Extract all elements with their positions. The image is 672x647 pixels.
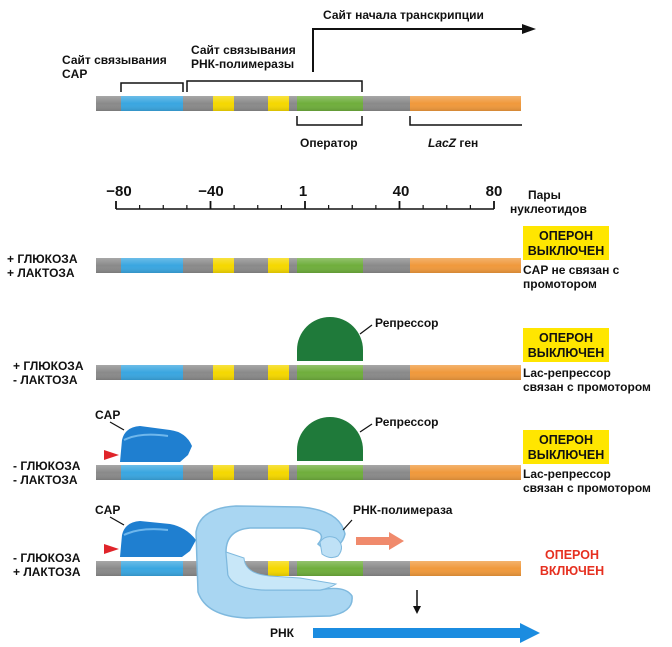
polymerase-label: РНК-полимераза [353, 503, 453, 517]
row3-cap-highlight [123, 433, 169, 441]
row3-condition-line2: - ЛАКТОЗА [13, 473, 78, 487]
rnap-site-bracket [186, 80, 363, 92]
row2-description-line2: связан с промотором [523, 380, 651, 394]
transcription-start-label: Сайт начала транскрипции [323, 8, 484, 22]
rna-arrow [313, 623, 540, 643]
row3-cap-protein [120, 426, 192, 462]
row1-status-line2: ВЫКЛЮЧЕН [528, 244, 605, 258]
row2-repressor-pointer [359, 324, 373, 335]
row2-repressor-label: Репрессор [375, 316, 438, 330]
scale-unit-line1: Пары [528, 188, 561, 202]
row3-cap-red-pointer [104, 450, 119, 460]
row4-status-line1: ОПЕРОН [545, 548, 599, 562]
rna-label: РНК [270, 626, 295, 640]
lacz-label: LacZ ген [428, 136, 478, 150]
row1-condition-line1: + ГЛЮКОЗА [7, 252, 78, 266]
rnap-site-label-line2: РНК-полимеразы [191, 57, 294, 71]
nucleotide-scale: −80 −40 1 40 80 Пары нуклеотидов [106, 183, 587, 216]
row2-condition-line2: - ЛАКТОЗА [13, 373, 78, 387]
rnap-site-label-line1: Сайт связывания [191, 43, 296, 57]
row4-status-line2: ВКЛЮЧЕН [540, 564, 604, 578]
row-glucose-minus-lactose-minus: - ГЛЮКОЗА - ЛАКТОЗА CAP Репрессор ОПЕРОН… [13, 408, 651, 495]
transcription-down-arrowhead [413, 606, 421, 614]
row3-description-line1: Lac-репрессор [523, 467, 611, 481]
dna-shading [96, 465, 521, 480]
row3-repressor-label: Репрессор [375, 415, 438, 429]
row1-description-line1: CAP не связан с [523, 263, 620, 277]
row2-status-badge [523, 328, 609, 362]
cap-site-label-line1: Сайт связывания [62, 53, 167, 67]
cap-site-bracket [120, 82, 184, 92]
transcription-start-arrowhead [522, 24, 536, 34]
lacz-label-italic: LacZ [428, 136, 457, 150]
row3-repressor-pointer [359, 423, 373, 433]
row4-cap-red-pointer [104, 544, 119, 554]
row4-condition-line1: - ГЛЮКОЗА [13, 551, 81, 565]
direction-arrow [356, 532, 404, 550]
row4-condition-line2: + ЛАКТОЗА [13, 565, 81, 579]
lacz-label-rest: ген [456, 136, 478, 150]
row3-status-line1: ОПЕРОН [539, 433, 593, 447]
row1-status-line1: ОПЕРОН [539, 229, 593, 243]
dna-shading [96, 258, 521, 273]
row4-dna-strip [96, 561, 521, 576]
row4-cap-label: CAP [95, 503, 120, 517]
row2-dna-strip [96, 365, 521, 380]
scale-tick-label-1: 1 [299, 183, 307, 200]
transcription-start-arrow [312, 28, 522, 72]
row3-description-line2: связан с промотором [523, 481, 651, 495]
row1-status-badge [523, 226, 609, 260]
scale-tick-label-m40: −40 [198, 183, 223, 200]
row2-status-line2: ВЫКЛЮЧЕН [528, 346, 605, 360]
scale-tick-label-m80: −80 [106, 183, 131, 200]
operator-bracket [296, 116, 363, 126]
promoter-map: Сайт начала транскрипции Сайт связывания… [62, 8, 536, 150]
row3-condition-line1: - ГЛЮКОЗА [13, 459, 81, 473]
rna-polymerase-lobe [319, 536, 342, 559]
scale-unit-line2: нуклеотидов [510, 202, 587, 216]
row1-description-line2: промотором [523, 277, 597, 291]
scale-tick-label-40: 40 [393, 183, 410, 200]
row1-dna-strip [96, 258, 521, 273]
row4-cap-highlight [123, 528, 169, 536]
dna-shading [96, 365, 521, 380]
row4-cap-protein [120, 521, 196, 557]
row-glucose-minus-lactose-plus: - ГЛЮКОЗА + ЛАКТОЗА CAP РНК-полимераза О… [13, 503, 604, 643]
dna-shading [96, 561, 521, 576]
row-glucose-plus-lactose-minus: + ГЛЮКОЗА - ЛАКТОЗА Репрессор ОПЕРОН ВЫК… [13, 316, 651, 394]
rna-polymerase-clamp [225, 551, 338, 591]
cap-site-label-line2: CAP [62, 67, 87, 81]
row2-status-line1: ОПЕРОН [539, 331, 593, 345]
row3-status-badge [523, 430, 609, 464]
dna-shading [96, 96, 521, 111]
lacz-bracket [409, 116, 522, 126]
operator-label: Оператор [300, 136, 358, 150]
row2-repressor-shape [297, 317, 363, 361]
row3-repressor-shape [297, 417, 363, 461]
row2-condition-line1: + ГЛЮКОЗА [13, 359, 84, 373]
scale-ticks [115, 201, 495, 209]
rna-polymerase-protein [195, 505, 353, 619]
row4-cap-pointer [109, 516, 125, 526]
row3-dna-strip [96, 465, 521, 480]
row3-cap-label: CAP [95, 408, 120, 422]
row3-cap-pointer [109, 421, 125, 431]
dna-strip-top [96, 96, 521, 111]
row3-status-line2: ВЫКЛЮЧЕН [528, 448, 605, 462]
row-glucose-plus-lactose-plus: + ГЛЮКОЗА + ЛАКТОЗА ОПЕРОН ВЫКЛЮЧЕН CAP … [7, 226, 620, 291]
polymerase-pointer [342, 519, 353, 531]
row2-description-line1: Lac-репрессор [523, 366, 611, 380]
row1-condition-line2: + ЛАКТОЗА [7, 266, 75, 280]
scale-tick-label-80: 80 [486, 183, 503, 200]
